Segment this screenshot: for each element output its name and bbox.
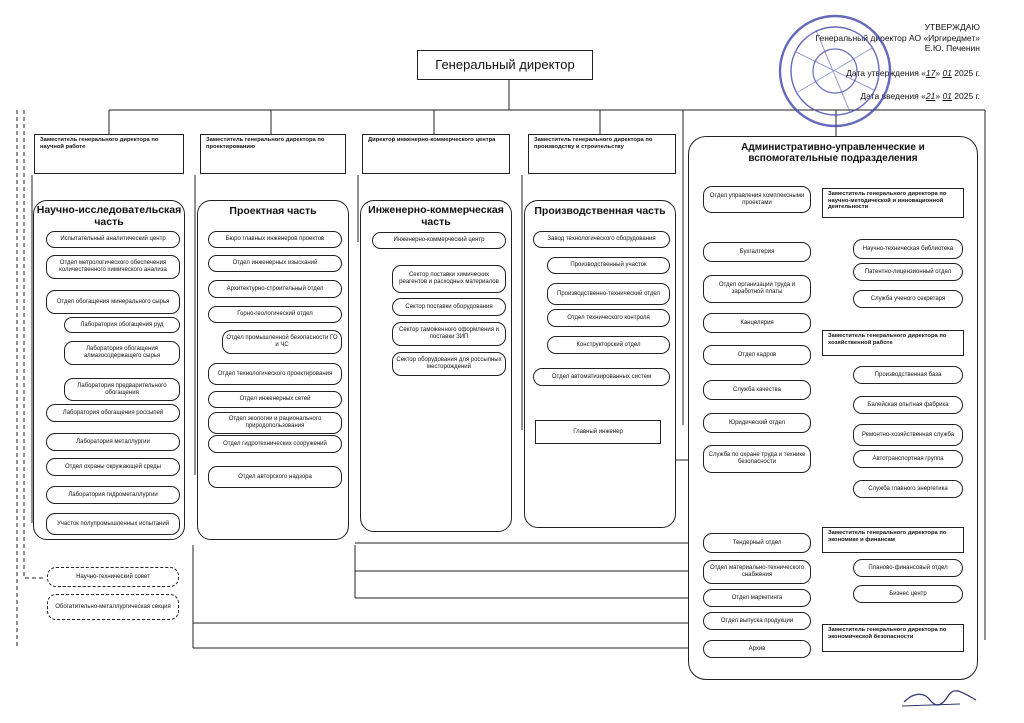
general-director-box[interactable]: Генеральный директор: [417, 50, 593, 80]
admin-left-item-10[interactable]: Отдел маркетинга: [703, 589, 811, 607]
commerce-panel-title: Инженерно-коммерческая часть: [368, 204, 504, 228]
science-item-4[interactable]: Лаборатория обогащения алмазосодержащего…: [64, 341, 180, 365]
admin-left-item-1[interactable]: Бухгалтерия: [703, 242, 811, 262]
admin-left-item-12[interactable]: Архив: [703, 640, 811, 658]
effective-date-row: Дата введения «21» 01 2025 г.: [860, 90, 980, 101]
science-section-box[interactable]: Обогатительно-металлургическая секция: [47, 594, 179, 620]
production-chief-engineer[interactable]: Главный инженер: [535, 420, 661, 444]
design-item-8[interactable]: Отдел гидротехнических сооружений: [208, 435, 342, 453]
science-item-8[interactable]: Отдел охраны окружающей среды: [46, 458, 180, 476]
science-item-3[interactable]: Лаборатория обогащения руд: [64, 317, 180, 333]
science-item-1[interactable]: Отдел метрологического обеспечения колич…: [46, 255, 180, 279]
finance-item-0[interactable]: Планово-финансовый отдел: [853, 559, 963, 577]
design-item-1[interactable]: Отдел инженерных изысканий: [208, 255, 342, 272]
approved-month: 01: [942, 67, 952, 78]
approval-title: УТВЕРЖДАЮ: [924, 22, 980, 32]
design-item-0[interactable]: Бюро главных инженеров проектов: [208, 231, 342, 248]
production-item-0[interactable]: Завод технологического оборудования: [533, 231, 670, 248]
science-item-5[interactable]: Лаборатория предварительного обогащения: [64, 378, 180, 401]
design-item-5[interactable]: Отдел технологического проектирования: [208, 363, 342, 385]
approved-label: Дата утверждения: [846, 67, 919, 78]
admin-deputy-economy-ops[interactable]: Заместитель генерального директора по хо…: [822, 330, 964, 356]
approval-position: Генеральный директор АО «Иргиредмет»: [815, 32, 980, 43]
method-item-1[interactable]: Патентно-лицензионный отдел: [853, 263, 963, 281]
admin-panel-title: Административно-управленческие и вспомог…: [741, 142, 925, 164]
effective-day: 21: [925, 90, 936, 101]
design-item-2[interactable]: Архитектурно-строительный отдел: [208, 280, 342, 298]
admin-left-item-4[interactable]: Отдел кадров: [703, 345, 811, 365]
commerce-item-2[interactable]: Сектор поставки оборудования: [392, 298, 506, 316]
production-item-2[interactable]: Производственно-технический отдел: [547, 283, 670, 305]
science-council-box[interactable]: Научно-технический совет: [47, 567, 179, 587]
commerce-item-1[interactable]: Сектор поставки химических реагентов и р…: [392, 265, 506, 293]
science-deputy-head[interactable]: Заместитель генерального директора по на…: [34, 134, 184, 174]
approved-day: 17: [925, 67, 936, 78]
effective-month: 01: [942, 90, 952, 101]
admin-deputy-security[interactable]: Заместитель генерального директора по эк…: [822, 624, 964, 652]
science-item-6[interactable]: Лаборатория обогащения россыпей: [46, 404, 180, 422]
admin-left-item-8[interactable]: Тендерный отдел: [703, 533, 811, 553]
seal-stamp-icon: [778, 14, 892, 128]
design-item-3[interactable]: Горно-геологический отдел: [208, 306, 342, 323]
admin-left-item-7[interactable]: Служба по охране труда и технике безопас…: [703, 445, 811, 473]
admin-left-item-5[interactable]: Служба качества: [703, 380, 811, 400]
production-panel-title: Производственная часть: [534, 205, 666, 217]
production-item-1[interactable]: Производственный участок: [547, 257, 670, 274]
signature-icon: [901, 690, 977, 707]
science-item-9[interactable]: Лаборатория гидрометаллургии: [46, 486, 180, 504]
finance-item-1[interactable]: Бизнес центр: [853, 585, 963, 603]
commerce-item-0[interactable]: Инженерно-коммерческий центр: [372, 232, 506, 249]
approved-year: 2025 г.: [954, 67, 980, 78]
production-item-5[interactable]: Отдел автоматизированных систем: [533, 368, 670, 386]
design-item-4[interactable]: Отдел промышленной безопасности ГО и ЧС: [222, 330, 342, 354]
design-item-9[interactable]: Отдел авторского надзора: [208, 466, 342, 488]
effective-year: 2025 г.: [954, 90, 980, 101]
science-item-0[interactable]: Испытательный аналитический центр: [46, 231, 180, 248]
admin-deputy-method[interactable]: Заместитель генерального директора по на…: [822, 188, 964, 218]
production-panel: [524, 200, 676, 528]
production-item-4[interactable]: Конструкторский отдел: [547, 336, 670, 354]
approval-block: УТВЕРЖДАЮ Генеральный директор АО «Иргир…: [808, 22, 980, 101]
economy-ops-item-3[interactable]: Автотранспортная группа: [853, 450, 963, 468]
economy-ops-item-2[interactable]: Ремонтно-хозяйственная служба: [853, 424, 963, 446]
admin-left-item-2[interactable]: Отдел организации труда и заработной пла…: [703, 275, 811, 303]
economy-ops-item-1[interactable]: Балейская опытная фабрика: [853, 396, 963, 414]
science-item-2[interactable]: Отдел обогащения минерального сырья: [46, 290, 180, 314]
production-deputy-head[interactable]: Заместитель генерального директора по пр…: [528, 134, 676, 174]
design-item-7[interactable]: Отдел экологии и рационального природопо…: [208, 412, 342, 434]
economy-ops-item-4[interactable]: Служба главного энергетика: [853, 480, 963, 498]
science-item-10[interactable]: Участок полупромышленных испытаний: [46, 513, 180, 535]
commerce-director-head[interactable]: Директор инженерно-коммерческого центра: [362, 134, 510, 174]
method-item-0[interactable]: Научно-техническая библиотека: [853, 239, 963, 259]
production-item-3[interactable]: Отдел технического контроля: [547, 309, 670, 327]
economy-ops-item-0[interactable]: Производственная база: [853, 366, 963, 384]
approval-name: Е.Ю. Печенин: [924, 43, 980, 54]
design-panel-title: Проектная часть: [229, 205, 317, 217]
admin-left-item-9[interactable]: Отдел материально-технического снабжения: [703, 560, 811, 584]
commerce-item-4[interactable]: Сектор оборудования для россыпных местор…: [392, 352, 506, 376]
method-item-2[interactable]: Служба ученого секретаря: [853, 290, 963, 308]
effective-label: Дата введения: [860, 90, 919, 101]
admin-deputy-finance[interactable]: Заместитель генерального директора по эк…: [822, 527, 964, 553]
science-panel-title: Научно-исследовательская часть: [36, 204, 182, 228]
admin-left-item-3[interactable]: Канцелярия: [703, 313, 811, 333]
admin-left-item-11[interactable]: Отдел выпуска продукции: [703, 612, 811, 630]
approval-date-row: Дата утверждения «17» 01 2025 г.: [846, 67, 980, 78]
admin-left-item-0[interactable]: Отдел управления комплексными проектами: [703, 186, 811, 213]
commerce-item-3[interactable]: Сектор таможенного оформления и поставки…: [392, 322, 506, 346]
admin-left-item-6[interactable]: Юридический отдел: [703, 413, 811, 433]
design-item-6[interactable]: Отдел инженерных сетей: [208, 391, 342, 408]
design-deputy-head[interactable]: Заместитель генерального директора по пр…: [200, 134, 346, 174]
science-item-7[interactable]: Лаборатория металлургии: [46, 433, 180, 451]
